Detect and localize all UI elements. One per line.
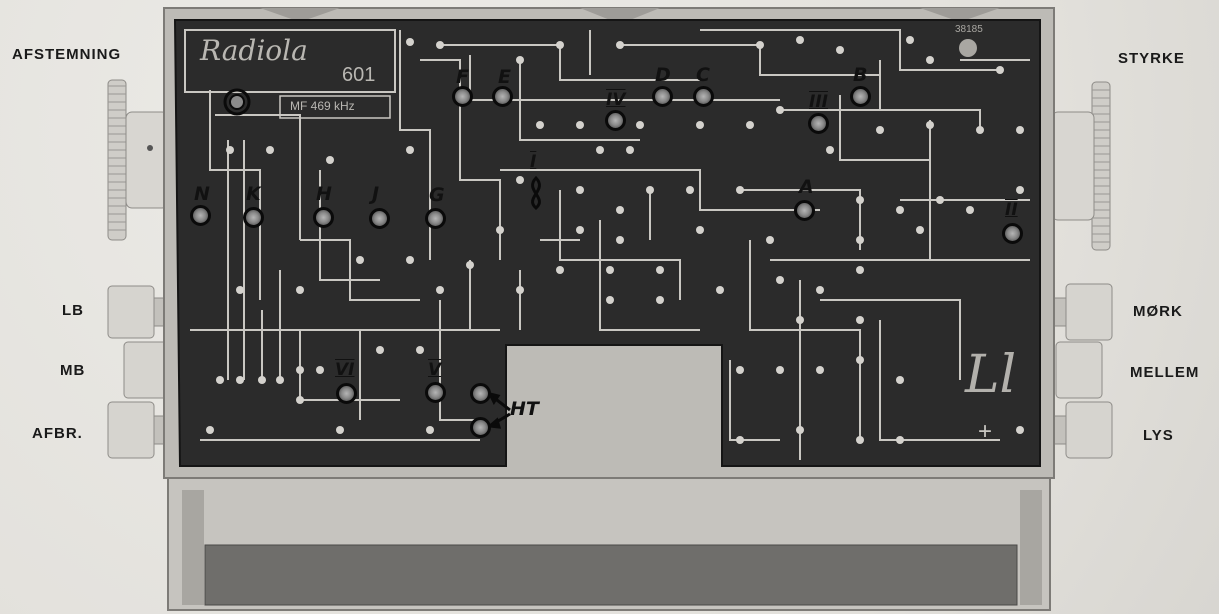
- test-point-ring-h: [313, 207, 334, 228]
- test-point-ring-c: [693, 86, 714, 107]
- label-afbr: AFBR.: [32, 425, 83, 442]
- test-point-ring-d: [652, 86, 673, 107]
- serial-number: 38185: [955, 24, 983, 35]
- test-point-label-e: E: [498, 66, 511, 88]
- test-point-ring-vi: [336, 383, 357, 404]
- pcb-traces: [190, 29, 1030, 460]
- test-point-ring-a: [794, 200, 815, 221]
- test-point-ring-e: [492, 86, 513, 107]
- tuning-knob: [107, 79, 169, 241]
- test-point-ring-ii: [1002, 223, 1023, 244]
- label-mb: MB: [60, 362, 86, 379]
- test-point-label-d: D: [655, 64, 671, 86]
- test-point-label-g: G: [429, 184, 445, 206]
- push-buttons-left: [107, 285, 171, 459]
- test-point-label-c: C: [696, 64, 710, 86]
- test-point-ring-ht-1: [470, 383, 491, 404]
- test-point-ring-f: [452, 86, 473, 107]
- test-point-label-i: I: [530, 152, 537, 172]
- label-lys: LYS: [1143, 427, 1174, 444]
- solder-pads: [206, 36, 1024, 444]
- test-point-label-a: A: [799, 176, 814, 198]
- brand-script: Radiola: [200, 34, 308, 67]
- test-point-label-j: J: [372, 183, 380, 205]
- model-number: 601: [342, 64, 376, 86]
- test-point-ring-iii: [808, 113, 829, 134]
- test-point-ring-k: [243, 207, 264, 228]
- test-point-label-vi: VI: [335, 360, 355, 380]
- test-point-label-h: H: [316, 183, 332, 205]
- label-mork: MØRK: [1133, 303, 1183, 320]
- test-point-label-v: V: [428, 360, 442, 380]
- push-buttons-right: [1051, 283, 1113, 459]
- test-point-ring-g: [425, 208, 446, 229]
- monogram-logo: Ll: [965, 345, 1017, 405]
- test-point-ring-ht-2: [470, 417, 491, 438]
- test-point-ring-b: [850, 86, 871, 107]
- label-afstemning: AFSTEMNING: [12, 46, 122, 63]
- test-point-label-f: F: [456, 66, 469, 88]
- test-point-label-ii: II: [1005, 200, 1018, 220]
- test-point-ring-v: [425, 382, 446, 403]
- test-point-ring-n: [190, 205, 211, 226]
- test-point-ring-j: [369, 208, 390, 229]
- label-mellem: MELLEM: [1130, 364, 1200, 381]
- volume-knob: [1051, 81, 1111, 251]
- test-point-label-ht: HT: [510, 398, 539, 420]
- mf-frequency-label: MF 469 kHz: [290, 99, 355, 113]
- test-point-label-k: K: [246, 183, 261, 205]
- test-point-label-b: B: [853, 64, 868, 86]
- label-styrke: STYRKE: [1118, 50, 1185, 67]
- test-point-label-iii: III: [809, 92, 828, 112]
- test-point-label-iv: IV: [606, 90, 626, 110]
- test-point-label-n: N: [194, 183, 210, 205]
- plus-terminal: +: [978, 418, 993, 445]
- label-lb: LB: [62, 302, 84, 319]
- test-point-ring-iv: [605, 110, 626, 131]
